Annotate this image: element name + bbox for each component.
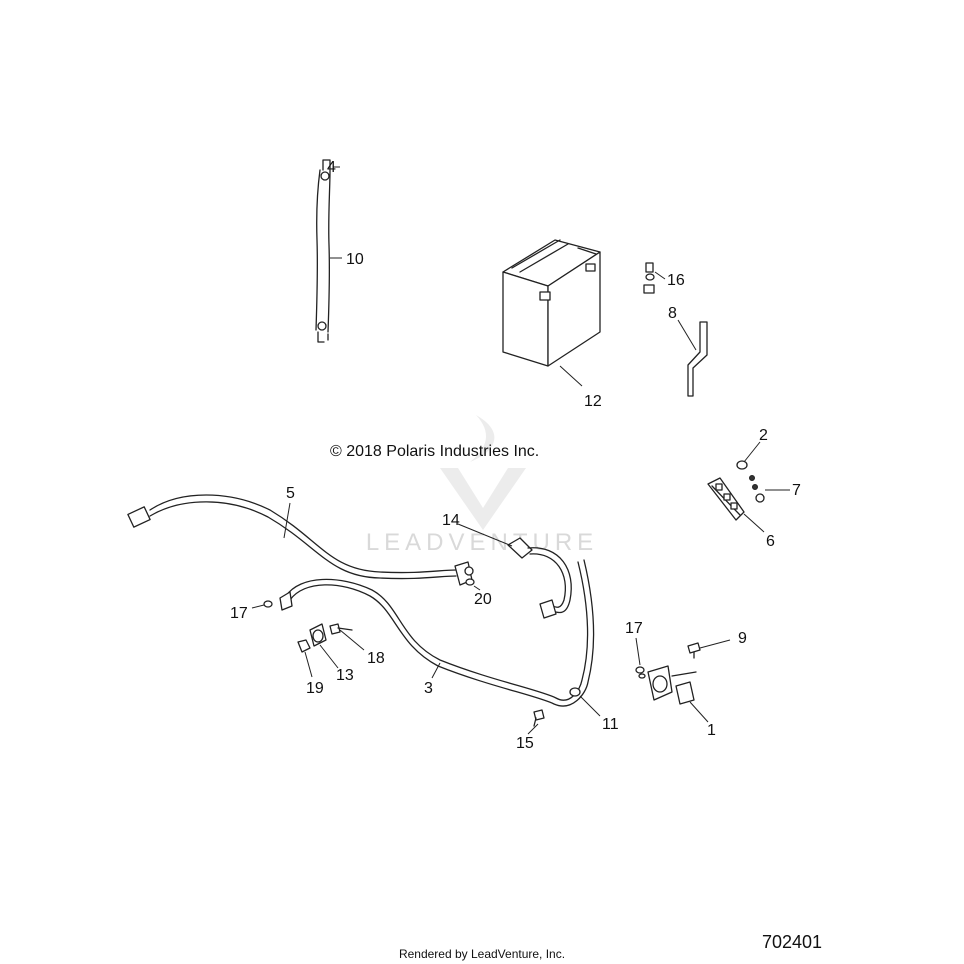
callout-2: 2 [759, 427, 768, 444]
callout-10: 10 [346, 251, 364, 268]
callout-9: 9 [738, 630, 747, 647]
figure-number: 702401 [762, 932, 822, 952]
part-10-battery-strap [315, 159, 331, 343]
callout-14: 14 [442, 512, 460, 529]
callout-19: 19 [306, 680, 324, 697]
part-17-nut-left [263, 600, 273, 608]
footer-text: Rendered by LeadVenture, Inc. [399, 947, 565, 961]
part-14-cable [507, 537, 572, 619]
callout-15: 15 [516, 735, 534, 752]
part-13-clamp [309, 623, 327, 647]
part-18-bolt [329, 623, 353, 635]
part-6-terminal-block [707, 477, 745, 521]
callout-3: 3 [424, 680, 433, 697]
part-16-hardware [643, 262, 655, 294]
callout-16: 16 [667, 272, 685, 289]
part-7-washers [749, 475, 765, 503]
part-15-connector [533, 709, 545, 727]
watermark-text: LEADVENTURE [366, 529, 598, 556]
callout-5: 5 [286, 485, 295, 502]
callout-17-right: 17 [625, 620, 643, 637]
part-9-screw [687, 642, 701, 659]
callout-17-left: 17 [230, 605, 248, 622]
callout-8: 8 [668, 305, 677, 322]
callout-7: 7 [792, 482, 801, 499]
leader-lines [251, 166, 790, 735]
callout-11: 11 [602, 716, 619, 733]
callout-6: 6 [766, 533, 775, 550]
part-8-bracket [687, 321, 708, 397]
copyright-text: © 2018 Polaris Industries Inc. [330, 443, 539, 460]
part-1-relay [647, 665, 697, 705]
callout-20: 20 [474, 591, 492, 608]
callout-13: 13 [336, 667, 354, 684]
part-5-cable [127, 494, 474, 586]
callout-1: 1 [707, 722, 716, 739]
part-12-battery [502, 239, 601, 367]
part-19-nut [297, 639, 311, 653]
leadventure-watermark: LEADVENTURE [366, 415, 598, 556]
callout-18: 18 [367, 650, 385, 667]
part-17-nut-right [635, 666, 646, 679]
callout-12: 12 [584, 393, 602, 410]
callout-4: 4 [327, 159, 336, 176]
part-20-nut [465, 578, 475, 586]
part-2-nut [736, 460, 748, 470]
part-3-cable [279, 559, 595, 707]
